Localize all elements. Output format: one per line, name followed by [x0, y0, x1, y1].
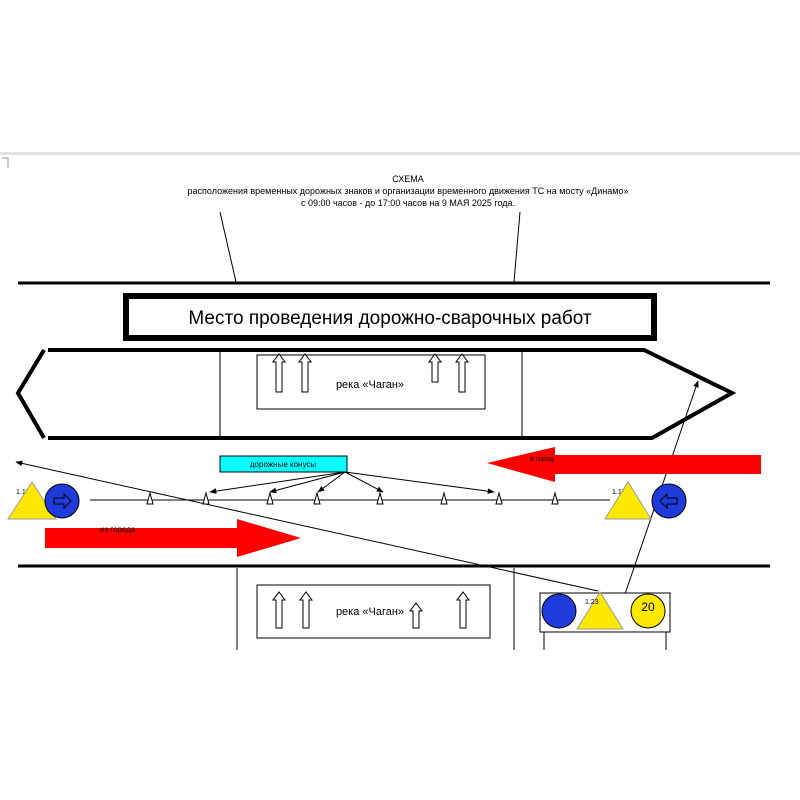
- roadworks-triangle-icon: [576, 591, 624, 630]
- scheme-subtitle-line1: расположения временных дорожных знаков и…: [188, 186, 629, 196]
- flow-arrow-icon: [456, 591, 470, 629]
- cone-icon: [495, 491, 503, 505]
- river-box-bottom: [256, 584, 491, 639]
- left-sign-code: 1.19: [16, 489, 30, 496]
- cone-icon: [146, 491, 154, 505]
- cone-icon: [551, 491, 559, 505]
- document-top-border: [0, 152, 800, 155]
- cones-label-box: [219, 455, 348, 473]
- river-box-top: [256, 354, 486, 410]
- arrow-right-icon: [53, 492, 72, 510]
- flow-arrow-icon: [299, 591, 313, 629]
- from-city-label: из города: [100, 525, 136, 534]
- arrow-left-icon: [659, 492, 678, 510]
- bridge-upper-left-tip: [15, 348, 46, 440]
- mandatory-sign-icon: [541, 593, 577, 629]
- right-sign-code: 1.19: [612, 489, 626, 496]
- speed-limit-sign-icon: [630, 593, 666, 629]
- speed-limit-value: 20: [641, 600, 655, 614]
- cone-icon: [376, 491, 384, 505]
- flow-arrow-icon: [272, 353, 286, 393]
- river-label-top: река «Чаган»: [336, 379, 404, 391]
- page-corner-mark: [2, 157, 9, 168]
- mandatory-direction-sign-icon: [44, 483, 80, 519]
- title-leader-right: [513, 211, 521, 283]
- cones: [146, 491, 559, 505]
- traffic-arrow-from-city: [45, 519, 301, 557]
- warning-triangle-icon: [7, 481, 57, 520]
- flow-arrow-icon: [272, 591, 286, 629]
- work-zone-label: Место проведения дорожно-сварочных работ: [188, 308, 592, 329]
- sign-pointer-left: [15, 460, 599, 592]
- flow-arrow-icon: [298, 353, 312, 393]
- mandatory-direction-sign-icon: [651, 483, 687, 519]
- flow-arrow-icon: [428, 353, 442, 383]
- cone-icon: [202, 491, 210, 505]
- warning-triangle-icon: [604, 481, 652, 520]
- river-label-bottom: река «Чаган»: [336, 606, 404, 618]
- cone-icon: [313, 491, 321, 505]
- left-sign-group: 1.19: [7, 481, 80, 520]
- cone-icon: [266, 491, 274, 505]
- flow-arrow-icon: [455, 353, 469, 393]
- scheme-subtitle-line2: с 09:00 часов - до 17:00 часов на 9 МАЯ …: [301, 198, 515, 208]
- traffic-arrow-to-city: [487, 447, 761, 482]
- cones-label: дорожные конусы: [250, 460, 316, 469]
- flow-arrow-icon: [409, 602, 423, 629]
- work-zone-banner: [123, 293, 657, 341]
- bottom-sign-code: 1.23: [585, 599, 599, 606]
- cone-icon: [440, 491, 448, 505]
- flow-arrows-top: [272, 353, 469, 393]
- flow-arrows-bottom: [272, 591, 470, 629]
- to-city-label: в город: [530, 456, 554, 463]
- right-sign-group: 1.19: [604, 481, 687, 520]
- bottom-sign-group: 1.23 20: [539, 591, 671, 650]
- bridge-upper-outline: [48, 348, 737, 440]
- title-leader-left: [219, 211, 237, 283]
- scheme-title: СХЕМА: [392, 174, 424, 184]
- cone-pointers: [209, 471, 495, 494]
